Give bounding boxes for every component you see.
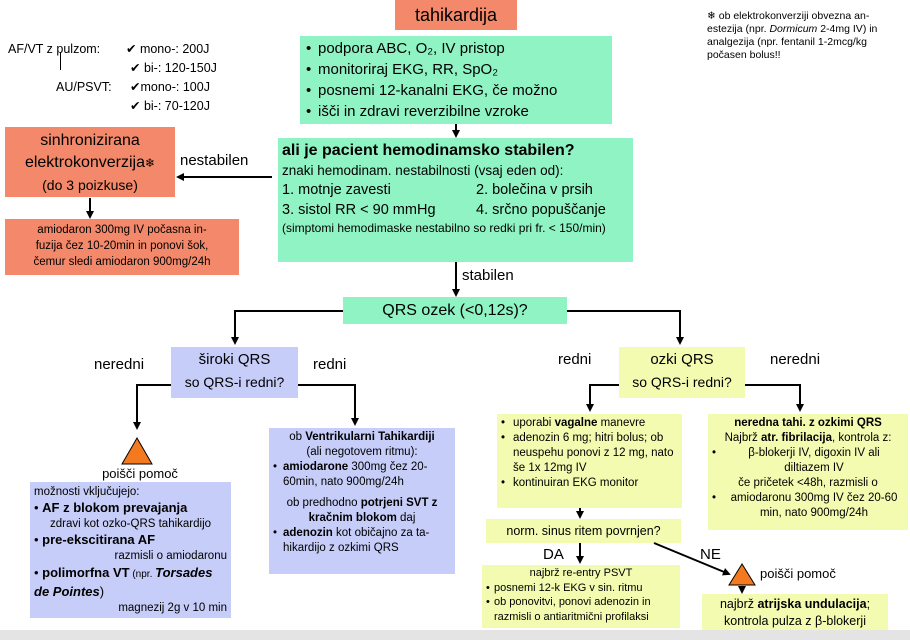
label-ne: NE: [700, 546, 721, 563]
warning-icon: [121, 436, 153, 465]
stability-intro: znaki hemodinam. nestabilnosti (vsaj ede…: [282, 163, 564, 178]
wide-qrs-question: so QRS-i redni?: [184, 374, 285, 390]
wide-irregular-item: polimorfna VT: [42, 565, 130, 580]
label-redni-left: redni: [313, 356, 347, 373]
snowflake-icon: ❄: [145, 156, 156, 170]
initial-step: išči in zdravi reverzibilne vzroke: [306, 101, 606, 122]
arrow: [298, 384, 359, 426]
wide-irregular-detail: zdravi kot ozko-QRS tahikardijo: [49, 518, 212, 530]
energy-af-vt-bi: ✔ bi-: 120-150J: [130, 61, 217, 75]
stability-sign: 1. motnje zavesti: [282, 182, 391, 198]
reentry-item: posnemi 12-k EKG v sin. ritmu: [486, 581, 676, 596]
wide-irregular-box: možnosti vključujejo: • AF z blokom prev…: [30, 482, 231, 618]
arrow: [567, 310, 684, 345]
narrow-regular-item: kontinuiran EKG monitor: [501, 476, 678, 491]
cardioversion-line: elektrokonverzija: [24, 154, 145, 171]
title-box: tahikardija: [395, 0, 517, 30]
narrow-qrs-title: ozki QRS: [650, 351, 714, 368]
stability-sign: 4. srčno popuščanje: [476, 202, 606, 218]
arrow: [745, 384, 804, 412]
wide-qrs-title: široki QRS: [198, 351, 271, 368]
reentry-box: najbrž re-entry PSVT posnemi 12-k EKG v …: [482, 565, 680, 628]
amiodarone-line: čemur sledi amiodaron 900mg/24h: [33, 256, 211, 268]
wide-regular-title: Ventrikularni Tahikardiji: [305, 431, 435, 443]
narrow-irregular-item: β-blokerji IV, digoxin IV ali diltiazem …: [712, 446, 904, 476]
label-stabilen: stabilen: [462, 267, 514, 284]
narrow-irregular-box: neredna tahi. z ozkimi QRS Najbrž atr. f…: [708, 414, 908, 530]
initial-step: posnemi 12-kanalni EKG, če možno: [306, 80, 606, 101]
wide-regular-svt: potrjeni SVT z kračnim blokom: [308, 497, 438, 524]
narrow-qrs-box: ozki QRS so QRS-i redni?: [619, 347, 745, 398]
amiodarone-box: amiodaron 300mg IV počasna in- fuzija če…: [5, 219, 239, 275]
stability-box: ali je pacient hemodinamsko stabilen? zn…: [278, 138, 633, 262]
sinus-question: norm. sinus ritem povrnjen?: [506, 524, 661, 538]
label-da: DA: [543, 546, 564, 563]
energy-af-vt-label: AF/VT z pulzom:: [8, 42, 101, 56]
reentry-title: najbrž re-entry PSVT: [529, 567, 633, 579]
stability-sign: 2. bolečina v prsih: [476, 182, 593, 198]
wide-irregular-intro: možnosti vključujejo:: [34, 486, 140, 498]
wide-irregular-item: pre-ekscitirana AF: [42, 532, 156, 547]
initial-steps-list: podpora ABC, O₂, IV pristop monitoriraj …: [306, 38, 606, 122]
amiodarone-line: amiodaron 300mg IV počasna in-: [37, 224, 207, 236]
wide-irregular-item: AF z blokom prevajanja: [42, 500, 188, 515]
label-neredni-left: neredni: [94, 356, 145, 373]
cardioversion-line: (do 3 poizkuse): [42, 177, 138, 193]
initial-step: monitoriraj EKG, RR, SpO₂: [306, 59, 606, 80]
label-redni-right: redni: [558, 351, 592, 368]
energy-au-psvt-label: AU/PSVT:: [56, 80, 112, 94]
sinus-question-box: norm. sinus ritem povrnjen?: [486, 519, 681, 543]
energy-au-psvt-bi: ✔ bi-: 70-120J: [130, 99, 210, 113]
initial-step: podpora ABC, O₂, IV pristop: [306, 38, 606, 59]
energy-bracket: [60, 52, 61, 70]
wide-irregular-detail: magnezij 2g v 10 min: [118, 602, 227, 614]
arrow: [133, 384, 171, 430]
energy-af-vt-mono: ✔ mono-: 200J: [126, 42, 210, 56]
narrow-regular-box: uporabi vagalne manevre adenozin 6 mg; h…: [497, 414, 682, 508]
wide-regular-subtitle: (ali negotovem ritmu):: [306, 446, 418, 458]
wide-irregular-detail: razmisli o amiodaronu: [114, 550, 228, 562]
bottom-bar: [0, 630, 910, 640]
footnote: ❄ ob elektrokonverziji obvezna an- estez…: [707, 10, 878, 61]
snowflake-icon: ❄: [707, 10, 716, 22]
flutter-box: najbrž atrijska undulacija; kontrola pul…: [702, 594, 888, 632]
narrow-regular-item: uporabi vagalne manevre: [501, 416, 678, 431]
qrs-question-box: QRS ozek (<0,12s)?: [343, 297, 567, 324]
flutter-title: atrijska undulacija: [757, 597, 867, 611]
cardioversion-box: sinhronizirana elektrokonverzija❄ (do 3 …: [5, 127, 175, 197]
stability-sign: 3. sistol RR < 90 mmHg: [282, 202, 436, 218]
narrow-regular-item: adenozin 6 mg; hitri bolus; ob neuspehu …: [501, 431, 678, 476]
flutter-detail: kontrola pulza z β-blokerji: [724, 614, 866, 628]
wide-qrs-box: široki QRS so QRS-i redni?: [171, 347, 298, 398]
cardioversion-line: sinhronizirana: [40, 132, 140, 149]
narrow-irregular-note: če pričetek <48h, razmisli o: [738, 477, 878, 489]
seek-help-right: poišči pomoč: [760, 566, 836, 581]
energy-au-psvt-mono: ✔mono-: 100J: [130, 80, 210, 94]
seek-help-left: poišči pomoč: [102, 466, 178, 481]
narrow-irregular-title: neredna tahi. z ozkimi QRS: [734, 417, 882, 429]
stability-question: ali je pacient hemodinamsko stabilen?: [282, 142, 575, 159]
qrs-question: QRS ozek (<0,12s)?: [382, 302, 528, 319]
wide-regular-box: ob Ventrikularni Tahikardiji (ali negoto…: [269, 428, 455, 574]
narrow-irregular-item: amiodaronu 300mg IV čez 20-60 min, nato …: [712, 491, 904, 521]
narrow-qrs-question: so QRS-i redni?: [632, 374, 732, 390]
title: tahikardija: [414, 5, 498, 25]
label-nestabilen: nestabilen: [180, 152, 249, 169]
initial-steps-box: podpora ABC, O₂, IV pristop monitoriraj …: [300, 36, 612, 124]
wide-regular-item: adenozin: [283, 527, 333, 539]
arrow: [586, 384, 619, 412]
stability-note: (simptomi hemodimaske nestabilno so redk…: [282, 221, 606, 235]
amiodarone-line: fuzija čez 10-20min in ponovi šok,: [35, 240, 209, 252]
wide-regular-item: amiodarone: [283, 461, 349, 473]
arrow: [231, 310, 343, 345]
warning-icon: [728, 563, 756, 586]
reentry-item: ob ponovitvi, ponovi adenozin in razmisl…: [486, 595, 676, 624]
label-neredni-right: neredni: [770, 351, 821, 368]
